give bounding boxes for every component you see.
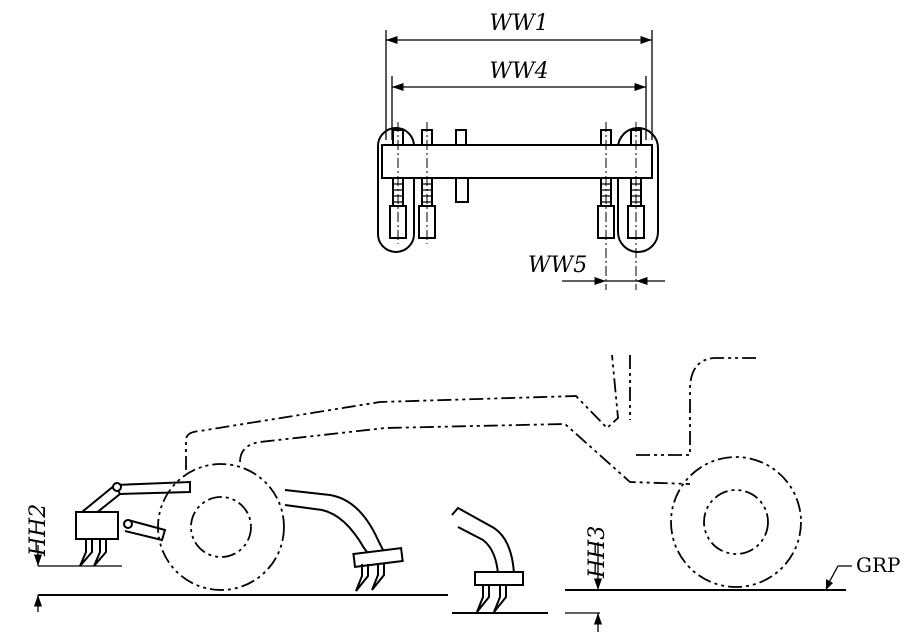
tractor-wheel-inner xyxy=(703,489,769,555)
curved-shank xyxy=(284,489,404,592)
ww5-label: WW5 xyxy=(528,253,587,278)
ww1-label: WW1 xyxy=(489,11,548,36)
hh3-label: HH3 xyxy=(585,526,610,579)
center-post xyxy=(455,177,469,203)
implement-wheel-outer xyxy=(157,463,285,591)
center-post-top xyxy=(455,129,467,146)
grp-leader-arrow xyxy=(826,579,833,590)
implement-wheel-inner xyxy=(190,496,252,558)
top-view: WW1 WW4 xyxy=(377,11,665,290)
frame-beam xyxy=(381,144,653,179)
grp-label: GRP xyxy=(856,553,901,577)
shank-detail xyxy=(451,506,524,613)
left-wheel-outline xyxy=(377,127,415,253)
three-point-linkage xyxy=(75,480,191,567)
tractor-wheel-outer xyxy=(670,456,802,588)
side-view: HH2 HH3 GRP xyxy=(26,354,901,632)
ww4-label: WW4 xyxy=(489,59,548,84)
tractor-upper-outline xyxy=(185,354,619,470)
tractor-lower-outline xyxy=(239,423,691,485)
tractor-cab-outline xyxy=(636,357,756,456)
shank-stems xyxy=(392,177,642,207)
grp-leader xyxy=(825,565,852,589)
hh2-label: HH2 xyxy=(26,504,51,557)
right-wheel-outline xyxy=(617,127,659,253)
